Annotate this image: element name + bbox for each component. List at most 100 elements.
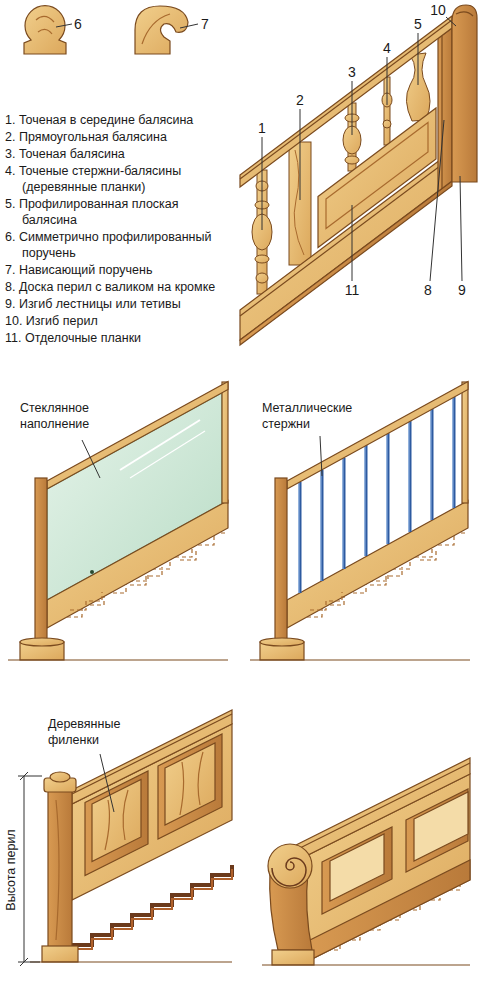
part-label: Стеклянное наполнение [20,400,130,432]
glass-railing [47,382,228,490]
leader-line [100,754,114,812]
panel-railing [30,710,232,962]
metal-rod-railing [453,397,454,508]
panel-railing [42,946,78,962]
dimension-line [18,962,40,963]
metal-rod-railing [321,470,322,581]
callout-number: 4 [383,40,391,56]
leader-line [262,137,263,230]
leader-line [300,109,301,200]
leader-line [460,176,462,281]
handrail-profile [142,14,170,44]
volute-railing [272,858,306,886]
metal-rod-railing [409,421,410,532]
metal-rod-railing [275,478,287,643]
handrail [240,20,452,179]
glass-railing [8,382,228,661]
callout-number: 8 [424,282,432,298]
metal-rod-railing [299,397,453,593]
handrail-profile [36,16,54,34]
panel-railing [50,772,70,782]
dimension-line [20,772,28,780]
baluster [255,255,269,263]
baluster [294,150,304,255]
volute-railing [262,964,470,965]
leader-line [418,33,419,85]
glass-railing [47,501,228,629]
volute-railing [414,792,468,861]
glass-mark [90,570,94,574]
metal-rod-railing [409,421,412,532]
metal-rod-railing [343,458,346,569]
legend-item: 11. Отделочные планки [5,330,233,346]
leader-line [320,436,322,476]
metal-rod-railing [431,409,432,520]
callout-number: 7 [201,16,209,32]
leader-line [262,17,462,281]
glass-railing [8,659,228,660]
dimension-line [24,776,25,962]
callout-number: 2 [296,92,304,108]
handrail [456,12,473,16]
callout-number: 5 [414,16,422,32]
legend-item: 10. Изгиб перил [5,313,233,329]
finishing-panel [326,123,428,229]
metal-rod-railing [299,482,300,593]
callout-number: 10 [430,2,446,18]
glass-railing [130,431,205,478]
leader-line [56,24,72,27]
metal-rod-railing [260,638,304,646]
part-label: Деревянные филенки [48,716,158,748]
volute-railing [290,763,470,853]
metal-rod-railing [365,445,368,556]
metal-rod-railing [462,382,468,503]
glass-railing [70,551,196,610]
metal-rod-railing [431,409,434,520]
volute-railing [330,834,384,901]
legend-item: 1. Точеная в середине балясина [5,112,233,128]
leader-line [446,17,456,26]
volute-railing [290,758,470,864]
legend-item: 2. Прямоугольная балясина [5,129,233,145]
metal-rod-railing [250,659,470,660]
glass-railing [20,638,64,646]
metal-rod-railing [310,551,436,610]
volute-railing [306,860,470,962]
leader-line [82,440,100,478]
glass-railing [222,382,228,503]
legend-item: 7. Нависающий поручень [5,262,233,278]
panel-railing [48,790,72,948]
part-label: Металлические стержни [262,400,372,432]
metal-rod-railing [287,501,468,629]
leader-line [352,81,353,135]
legend-item: 6. Симметрично профилированный поручень [5,229,233,261]
leader-line [430,120,444,281]
metal-rod-railing [300,397,454,593]
handrail [240,16,452,187]
handrail-profile [24,6,66,54]
metal-rod-railing [387,433,390,544]
legend-item: 4. Точеные стержни-балясины (деревянные … [5,163,233,195]
baluster [256,273,268,283]
dimension-label: Высота перил [4,829,19,910]
callout-number: 3 [348,64,356,80]
volute-railing [262,758,470,965]
panel-railing [92,780,141,862]
metal-rod-railing [387,433,388,544]
baluster [345,156,359,164]
dimension-line [18,776,42,777]
finishing-panel [318,108,436,248]
dimension-line [18,772,42,966]
legend-item: 8. Доска перил с валиком на кромке [5,279,233,295]
volute-railing [272,950,314,965]
legend-item: 3. Точеная балясина [5,146,233,162]
handrail [452,5,477,182]
leader-line [387,57,388,105]
dimension-line [20,958,28,966]
callout-number: 11 [345,282,360,298]
baluster [383,120,391,128]
metal-rod-railing [287,382,468,490]
panel-railing [56,800,59,940]
metal-rod-railing [453,397,456,508]
handrail [240,5,477,187]
